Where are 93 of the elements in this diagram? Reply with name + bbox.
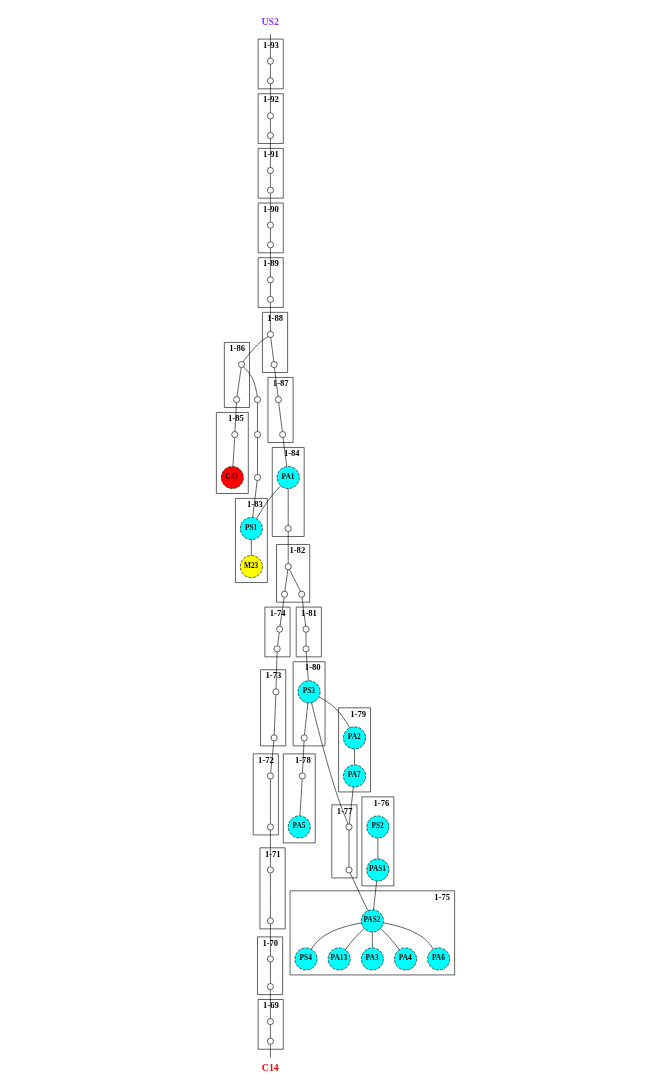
cluster: 1-90 — [257, 202, 284, 254]
connector — [274, 367, 279, 397]
cluster: 1-69 — [257, 999, 284, 1050]
node-circle — [284, 563, 292, 570]
node-circle — [267, 866, 274, 874]
node-circle — [272, 688, 280, 696]
node-circle — [267, 983, 274, 990]
node-circle — [267, 241, 274, 249]
cluster: 1-72 — [252, 753, 279, 836]
connector — [275, 651, 278, 689]
cluster: 1-81 — [295, 606, 322, 658]
node-circle — [267, 823, 274, 831]
connector — [270, 989, 271, 1019]
node-circle — [238, 361, 245, 368]
node-circle — [270, 734, 278, 742]
node-circle — [267, 77, 274, 85]
node-circle — [267, 132, 274, 139]
node-circle — [267, 955, 274, 963]
node-circle — [254, 474, 261, 481]
node-circle — [279, 431, 287, 438]
connector — [270, 923, 271, 957]
connector — [270, 247, 271, 277]
cluster: 1-89 — [257, 257, 284, 308]
connector — [270, 193, 271, 223]
cluster: 1-77 — [331, 804, 358, 879]
connector — [349, 786, 354, 825]
node-circle — [284, 525, 292, 532]
connector — [287, 531, 289, 564]
cluster: 1-92 — [257, 93, 284, 144]
cluster: 1-93 — [257, 38, 284, 90]
node-circle — [270, 361, 278, 368]
connector — [279, 597, 285, 627]
node-circle — [231, 431, 239, 438]
node-circle — [267, 296, 274, 303]
node-text: US2 — [261, 15, 279, 27]
node-circle — [254, 431, 261, 438]
connector — [252, 480, 258, 518]
connector — [301, 597, 306, 627]
node-circle — [302, 645, 310, 653]
connector — [234, 402, 237, 432]
node-circle — [267, 57, 274, 65]
connector — [311, 702, 349, 825]
cluster: 1-87 — [267, 377, 294, 443]
node-circle — [267, 167, 274, 174]
node-circle — [273, 645, 281, 653]
cluster: 1-82 — [276, 544, 310, 603]
cluster: 1-71 — [259, 847, 286, 930]
connector — [305, 651, 309, 682]
node-circle — [267, 112, 274, 120]
node-circle — [276, 625, 283, 633]
node-circle — [254, 396, 261, 403]
node-circle — [298, 590, 306, 598]
connector — [242, 336, 269, 363]
node-circle — [267, 1018, 274, 1025]
node-circle — [267, 276, 274, 284]
node-circle — [267, 221, 274, 229]
node-circle — [233, 396, 240, 403]
connector — [270, 829, 271, 867]
connector — [256, 485, 281, 519]
connector — [270, 740, 275, 774]
connector — [354, 748, 355, 766]
node-circle — [281, 590, 288, 598]
connector — [270, 118, 271, 133]
node-circle — [302, 625, 310, 633]
connector — [373, 880, 377, 911]
connector — [270, 302, 271, 332]
node-circle — [267, 186, 274, 194]
cluster: 1-74 — [264, 606, 291, 658]
connector — [302, 740, 305, 774]
node-circle — [300, 734, 308, 742]
connector — [349, 872, 369, 911]
cluster: 1-86 — [224, 342, 250, 408]
connector — [289, 569, 301, 592]
cluster: 1-91 — [257, 148, 284, 199]
connector — [243, 366, 258, 397]
cluster: 1-73 — [260, 669, 287, 747]
connector — [270, 138, 271, 168]
node-circle — [275, 396, 282, 403]
connector — [270, 33, 271, 59]
node-circle — [267, 772, 274, 780]
connector — [318, 696, 350, 729]
cluster: 1-70 — [257, 936, 283, 995]
node-circle — [345, 823, 353, 831]
connector — [282, 437, 288, 467]
node-circle — [267, 331, 274, 338]
node-text: C14 — [261, 1061, 279, 1073]
node-circle — [345, 866, 353, 874]
connector — [270, 83, 271, 113]
node-circle — [298, 772, 306, 780]
node-circle — [267, 1037, 274, 1045]
connector — [270, 1044, 271, 1058]
cluster: 1-88 — [262, 312, 288, 373]
node-circle — [267, 917, 274, 925]
